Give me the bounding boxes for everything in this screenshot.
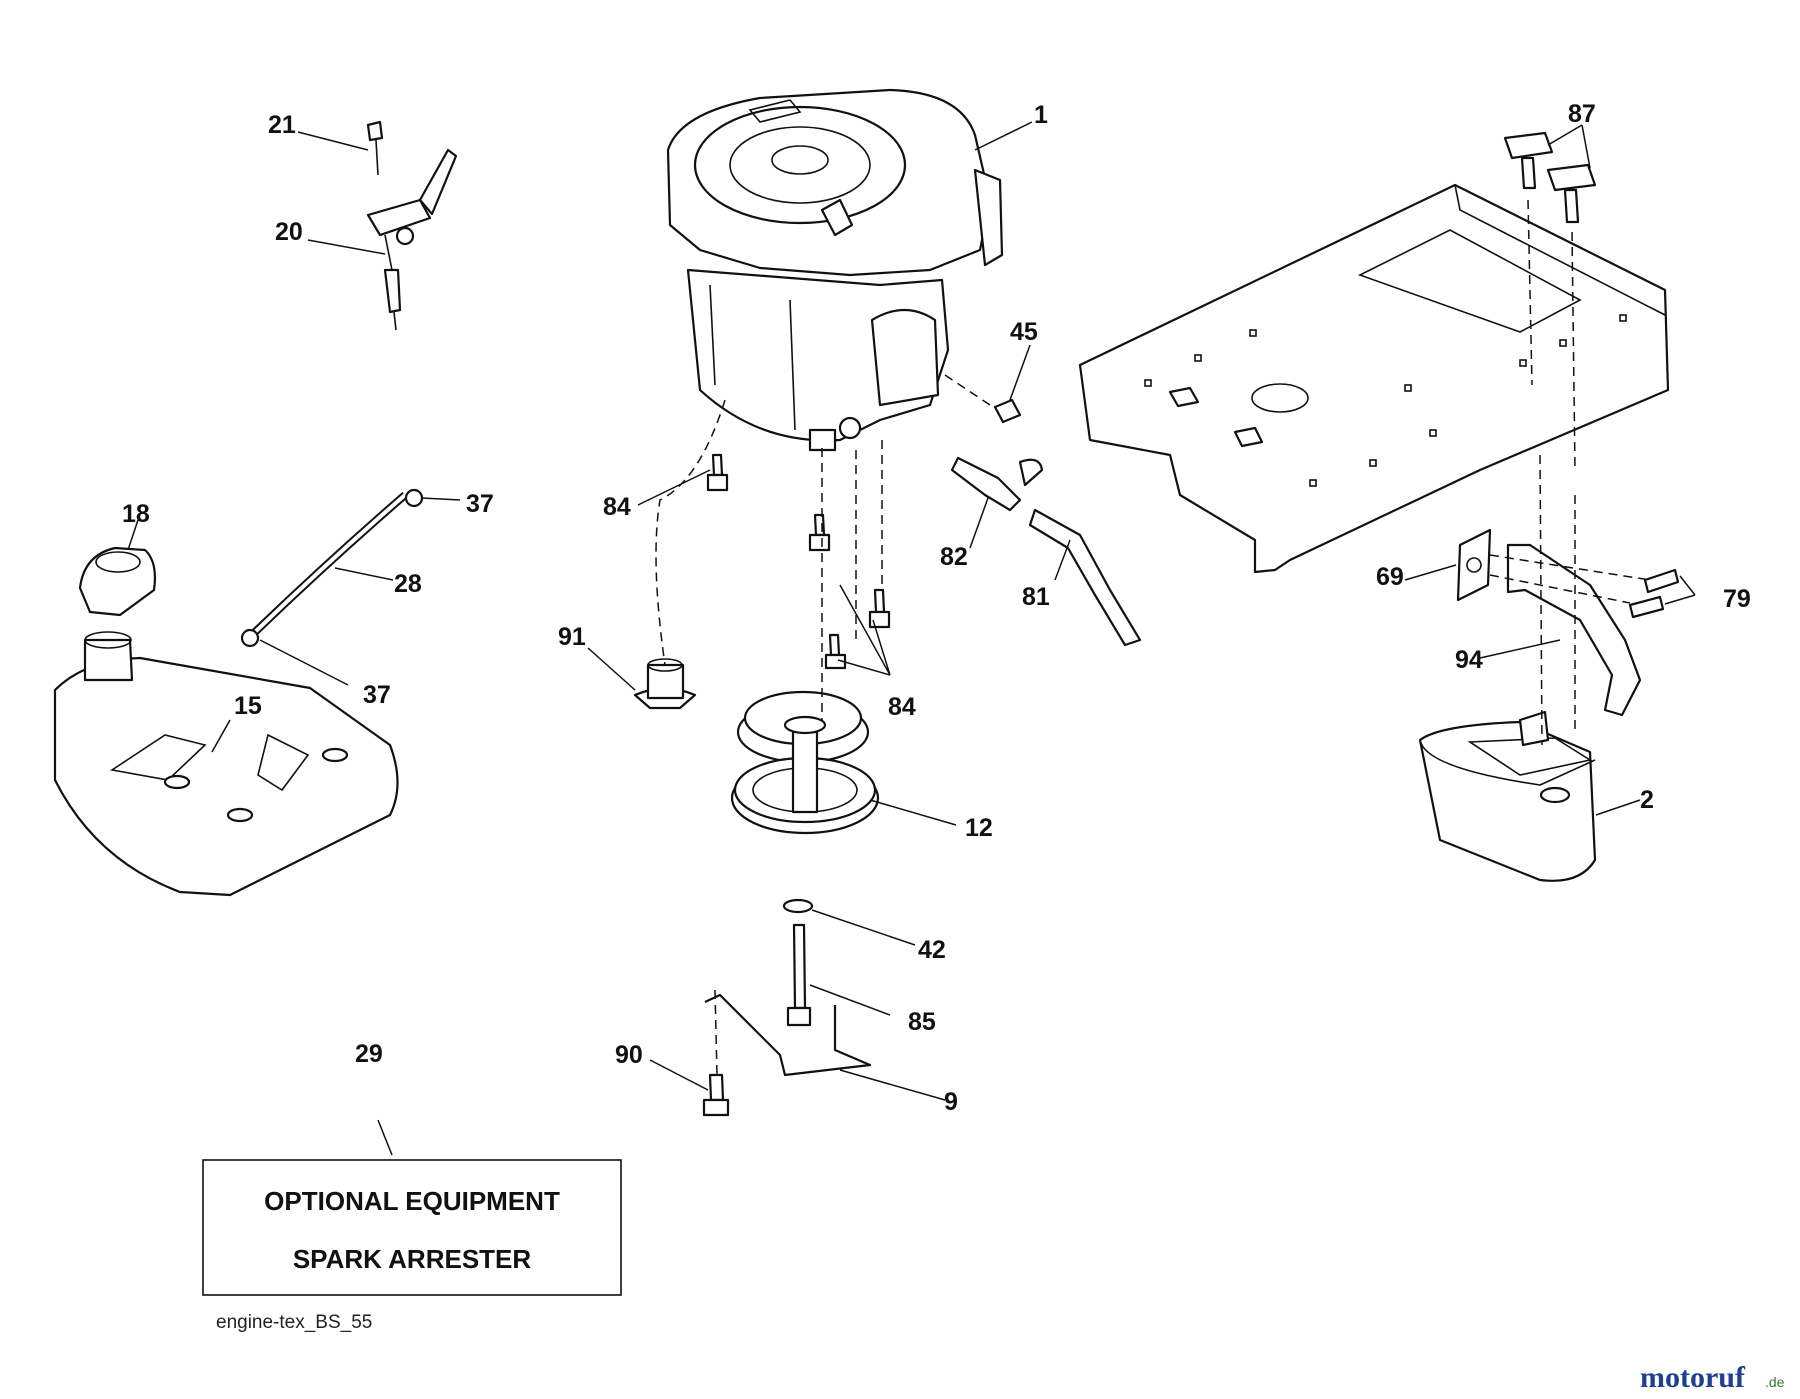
label-part-15: 15 (234, 692, 262, 720)
label-part-20: 20 (275, 218, 303, 246)
label-part-42: 42 (918, 936, 946, 964)
label-part-84-lower: 84 (888, 693, 916, 721)
label-part-94: 94 (1455, 646, 1483, 674)
fuel-connector (950, 456, 1044, 512)
label-part-9: 9 (944, 1088, 958, 1116)
fuel-cap (78, 546, 157, 617)
leader-lines (127, 121, 1696, 1156)
label-part-29: 29 (355, 1040, 383, 1068)
label-part-79: 79 (1723, 585, 1751, 613)
label-part-45: 45 (1010, 318, 1038, 346)
fuel-line (240, 488, 424, 648)
muffler (1418, 710, 1597, 882)
exhaust-pipe (1506, 543, 1642, 717)
label-part-28: 28 (394, 570, 422, 598)
label-part-37-upper: 37 (466, 490, 494, 518)
label-part-37-lower: 37 (363, 681, 391, 709)
hose-clamp-lower (240, 628, 260, 648)
exhaust-gasket (1456, 528, 1492, 602)
watermark-logo: motoruf .de (1640, 1361, 1785, 1394)
fuel-tank (53, 631, 399, 897)
label-part-2: 2 (1640, 786, 1654, 814)
label-part-18: 18 (122, 500, 150, 528)
belt-guide (704, 993, 872, 1077)
alignment-lines (655, 199, 1651, 1076)
label-part-1: 1 (1034, 101, 1048, 129)
spacer (633, 658, 697, 710)
spark-arrester-text: SPARK ARRESTER (293, 1244, 532, 1274)
exhaust-bolts (1628, 568, 1680, 619)
knob-bolts (1503, 131, 1597, 224)
engine-pulley (730, 690, 880, 835)
engine (666, 88, 1004, 452)
nut (993, 398, 1022, 424)
label-part-85: 85 (908, 1008, 936, 1036)
label-part-90: 90 (615, 1041, 643, 1069)
pulley-bolt (786, 923, 812, 1027)
label-part-81: 81 (1022, 583, 1050, 611)
engine-bolts (706, 453, 891, 670)
washer (782, 898, 814, 914)
watermark-suffix: .de (1765, 1374, 1785, 1390)
label-part-69: 69 (1376, 563, 1404, 591)
guide-bolt (702, 1073, 730, 1117)
vent-tube (1028, 508, 1142, 647)
watermark-text: motoruf (1640, 1361, 1746, 1394)
label-part-21: 21 (268, 111, 296, 139)
label-part-12: 12 (965, 814, 993, 842)
optional-equipment-title: OPTIONAL EQUIPMENT (264, 1186, 560, 1216)
part-labels: 1 21 20 45 87 18 37 28 37 15 84 82 81 91… (122, 100, 1751, 1116)
optional-equipment-box: OPTIONAL EQUIPMENT SPARK ARRESTER (202, 1159, 622, 1296)
throttle-control (366, 120, 458, 331)
label-part-91: 91 (558, 623, 586, 651)
hose-clamp-upper (404, 488, 424, 508)
label-part-87: 87 (1568, 100, 1596, 128)
frame-plate (1078, 183, 1670, 574)
diagram-code: engine-tex_BS_55 (216, 1312, 372, 1333)
label-part-84-upper: 84 (603, 493, 631, 521)
label-part-82: 82 (940, 543, 968, 571)
